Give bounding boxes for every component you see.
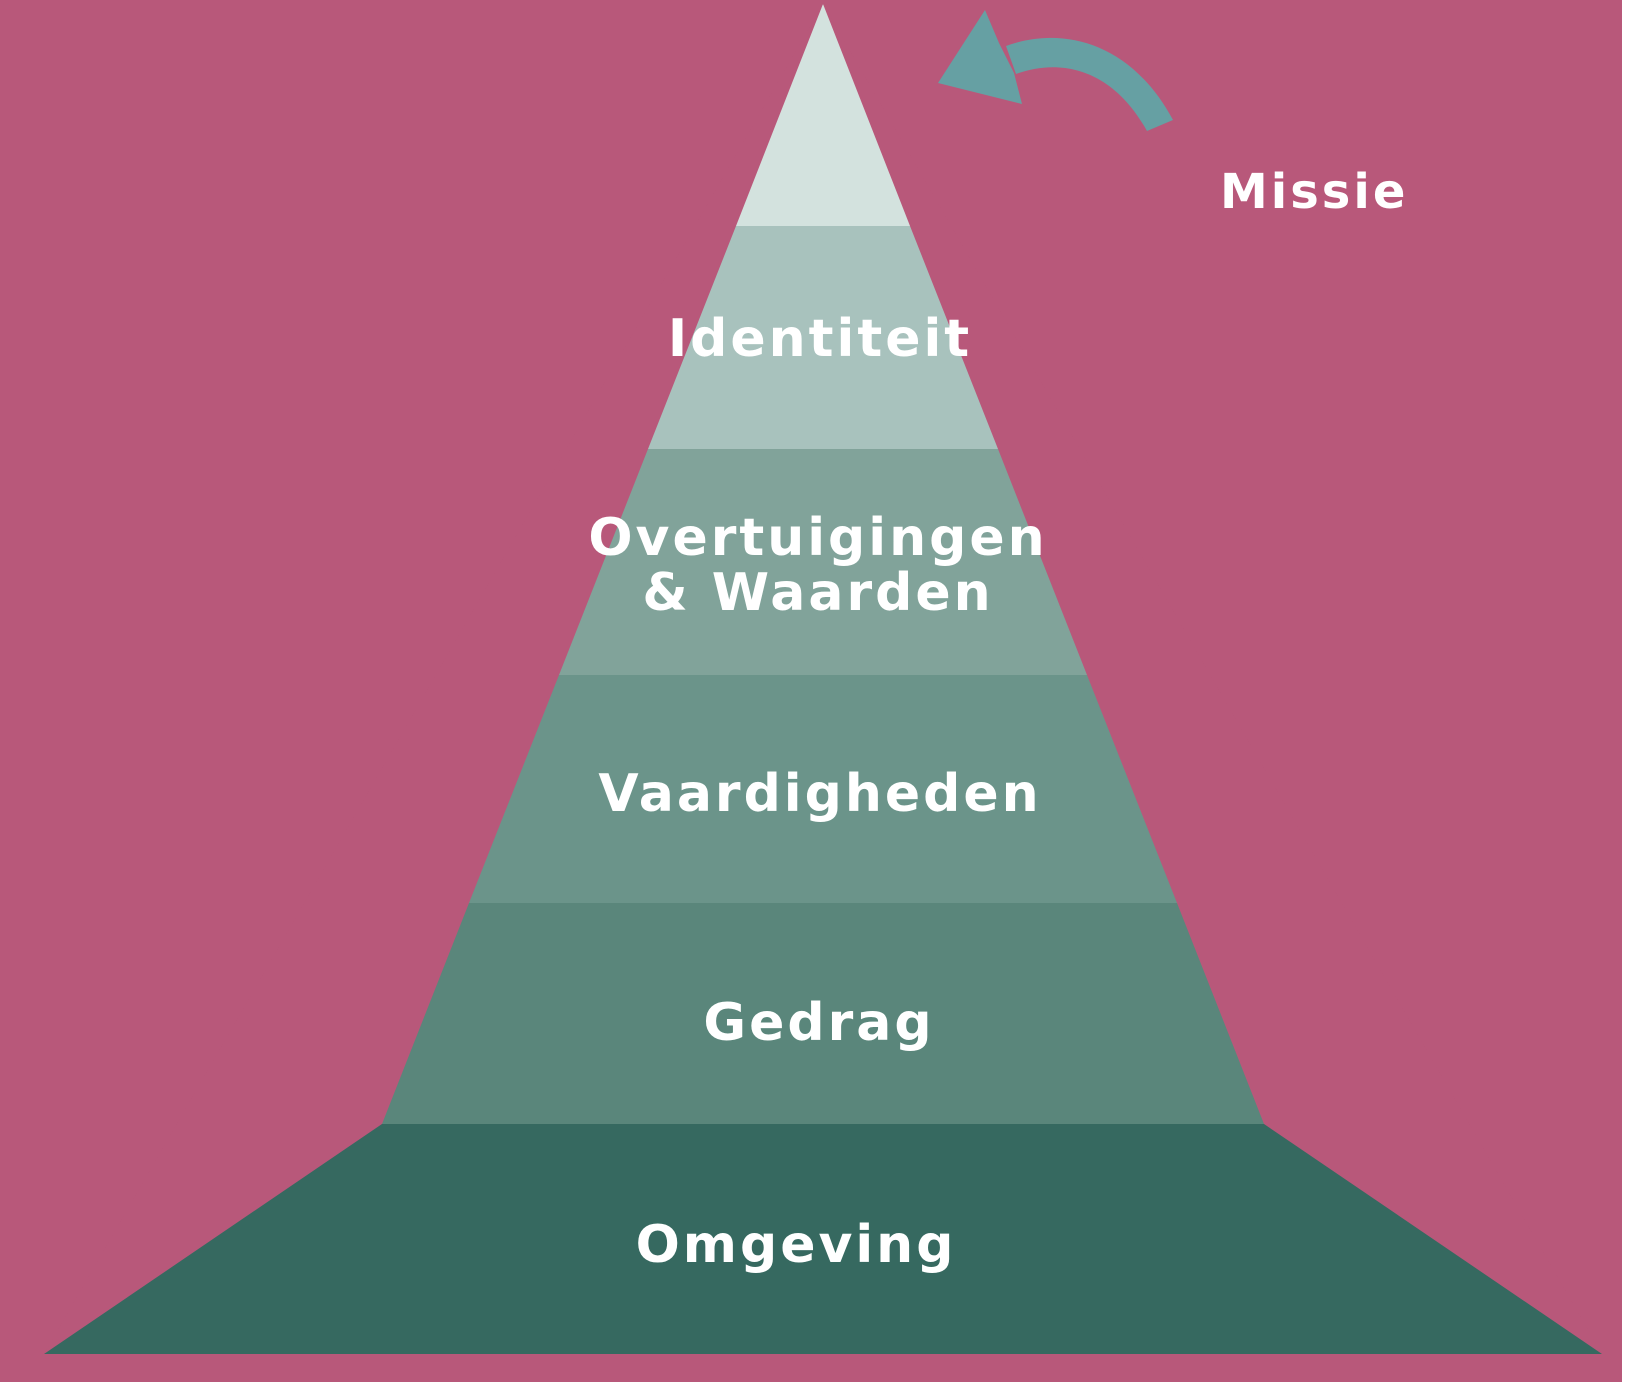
overtuigingen-label-line2: & Waarden [642,563,993,623]
omgeving-label: Omgeving [636,1215,957,1275]
identiteit-label: Identiteit [668,309,972,369]
overtuigingen-label-line1: Overtuigingen [588,508,1047,568]
pyramid-mask-left [0,0,823,1354]
curved-arrow-icon [938,10,1173,132]
missie-label: Missie [1220,164,1408,220]
pyramid-level-overtuigingen [559,449,1087,675]
vaardigheden-label: Vaardigheden [598,764,1041,824]
pyramid-level-vaardigheden [469,675,1177,903]
pyramid-level-omgeving [44,1124,1602,1354]
pyramid-level-gedrag [382,903,1264,1124]
pyramid-level-identiteit [648,226,998,449]
pyramid-mask-right [823,0,1622,1354]
gedrag-label: Gedrag [703,993,934,1053]
pyramid-level-missie [736,4,910,226]
